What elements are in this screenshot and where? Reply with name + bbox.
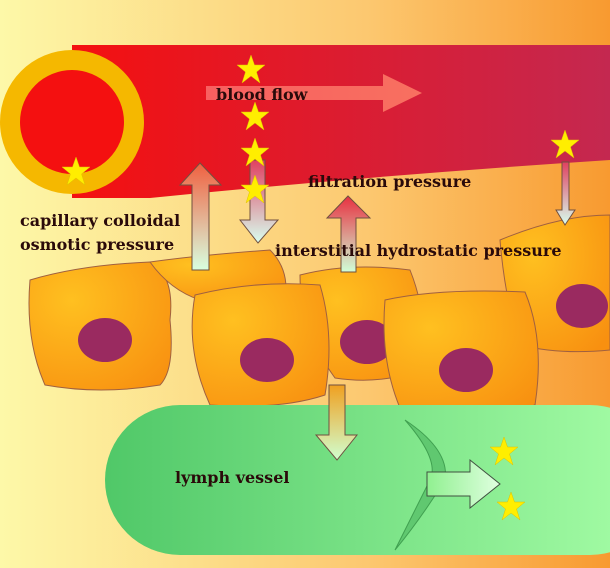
star-icon [550,129,580,159]
interstitial-hydrostatic-label: interstitial hydrostatic pressure [275,241,562,260]
star-icon [240,174,270,204]
tissue-cells [28,214,610,414]
star-icon [240,137,270,167]
filtration-pressure-label: filtration pressure [308,172,471,191]
lymph-vessel-label: lymph vessel [175,468,289,487]
star-icon [61,156,91,186]
blood-flow-arrow [206,74,422,112]
nucleus [439,348,493,392]
lymph-flow-arrow [426,458,501,510]
capillary-colloidal-label-line2: osmotic pressure [20,235,174,254]
nucleus [78,318,132,362]
nucleus [340,320,394,364]
capillary-colloidal-label-line1: capillary colloidal [20,211,180,230]
star-icon [496,491,526,521]
lymph-valve [394,419,446,551]
filtration-arrow [555,161,576,226]
capillary [72,45,610,198]
molecule-stars [61,54,580,521]
star-icon [236,54,266,84]
interstitial-hydrostatic-pressure-arrow [325,195,372,273]
capillary-colloidal-osmotic-pressure-arrow [178,162,223,271]
lymph-vessel [105,405,610,555]
lymph-drainage-arrow [314,384,359,461]
capillary-lumen [20,70,124,174]
nucleus [556,284,608,328]
inward-arrow [238,159,280,244]
star-icon [240,101,270,131]
blood-flow-label: blood flow [216,85,309,104]
star-icon [489,436,519,466]
nucleus [240,338,294,382]
